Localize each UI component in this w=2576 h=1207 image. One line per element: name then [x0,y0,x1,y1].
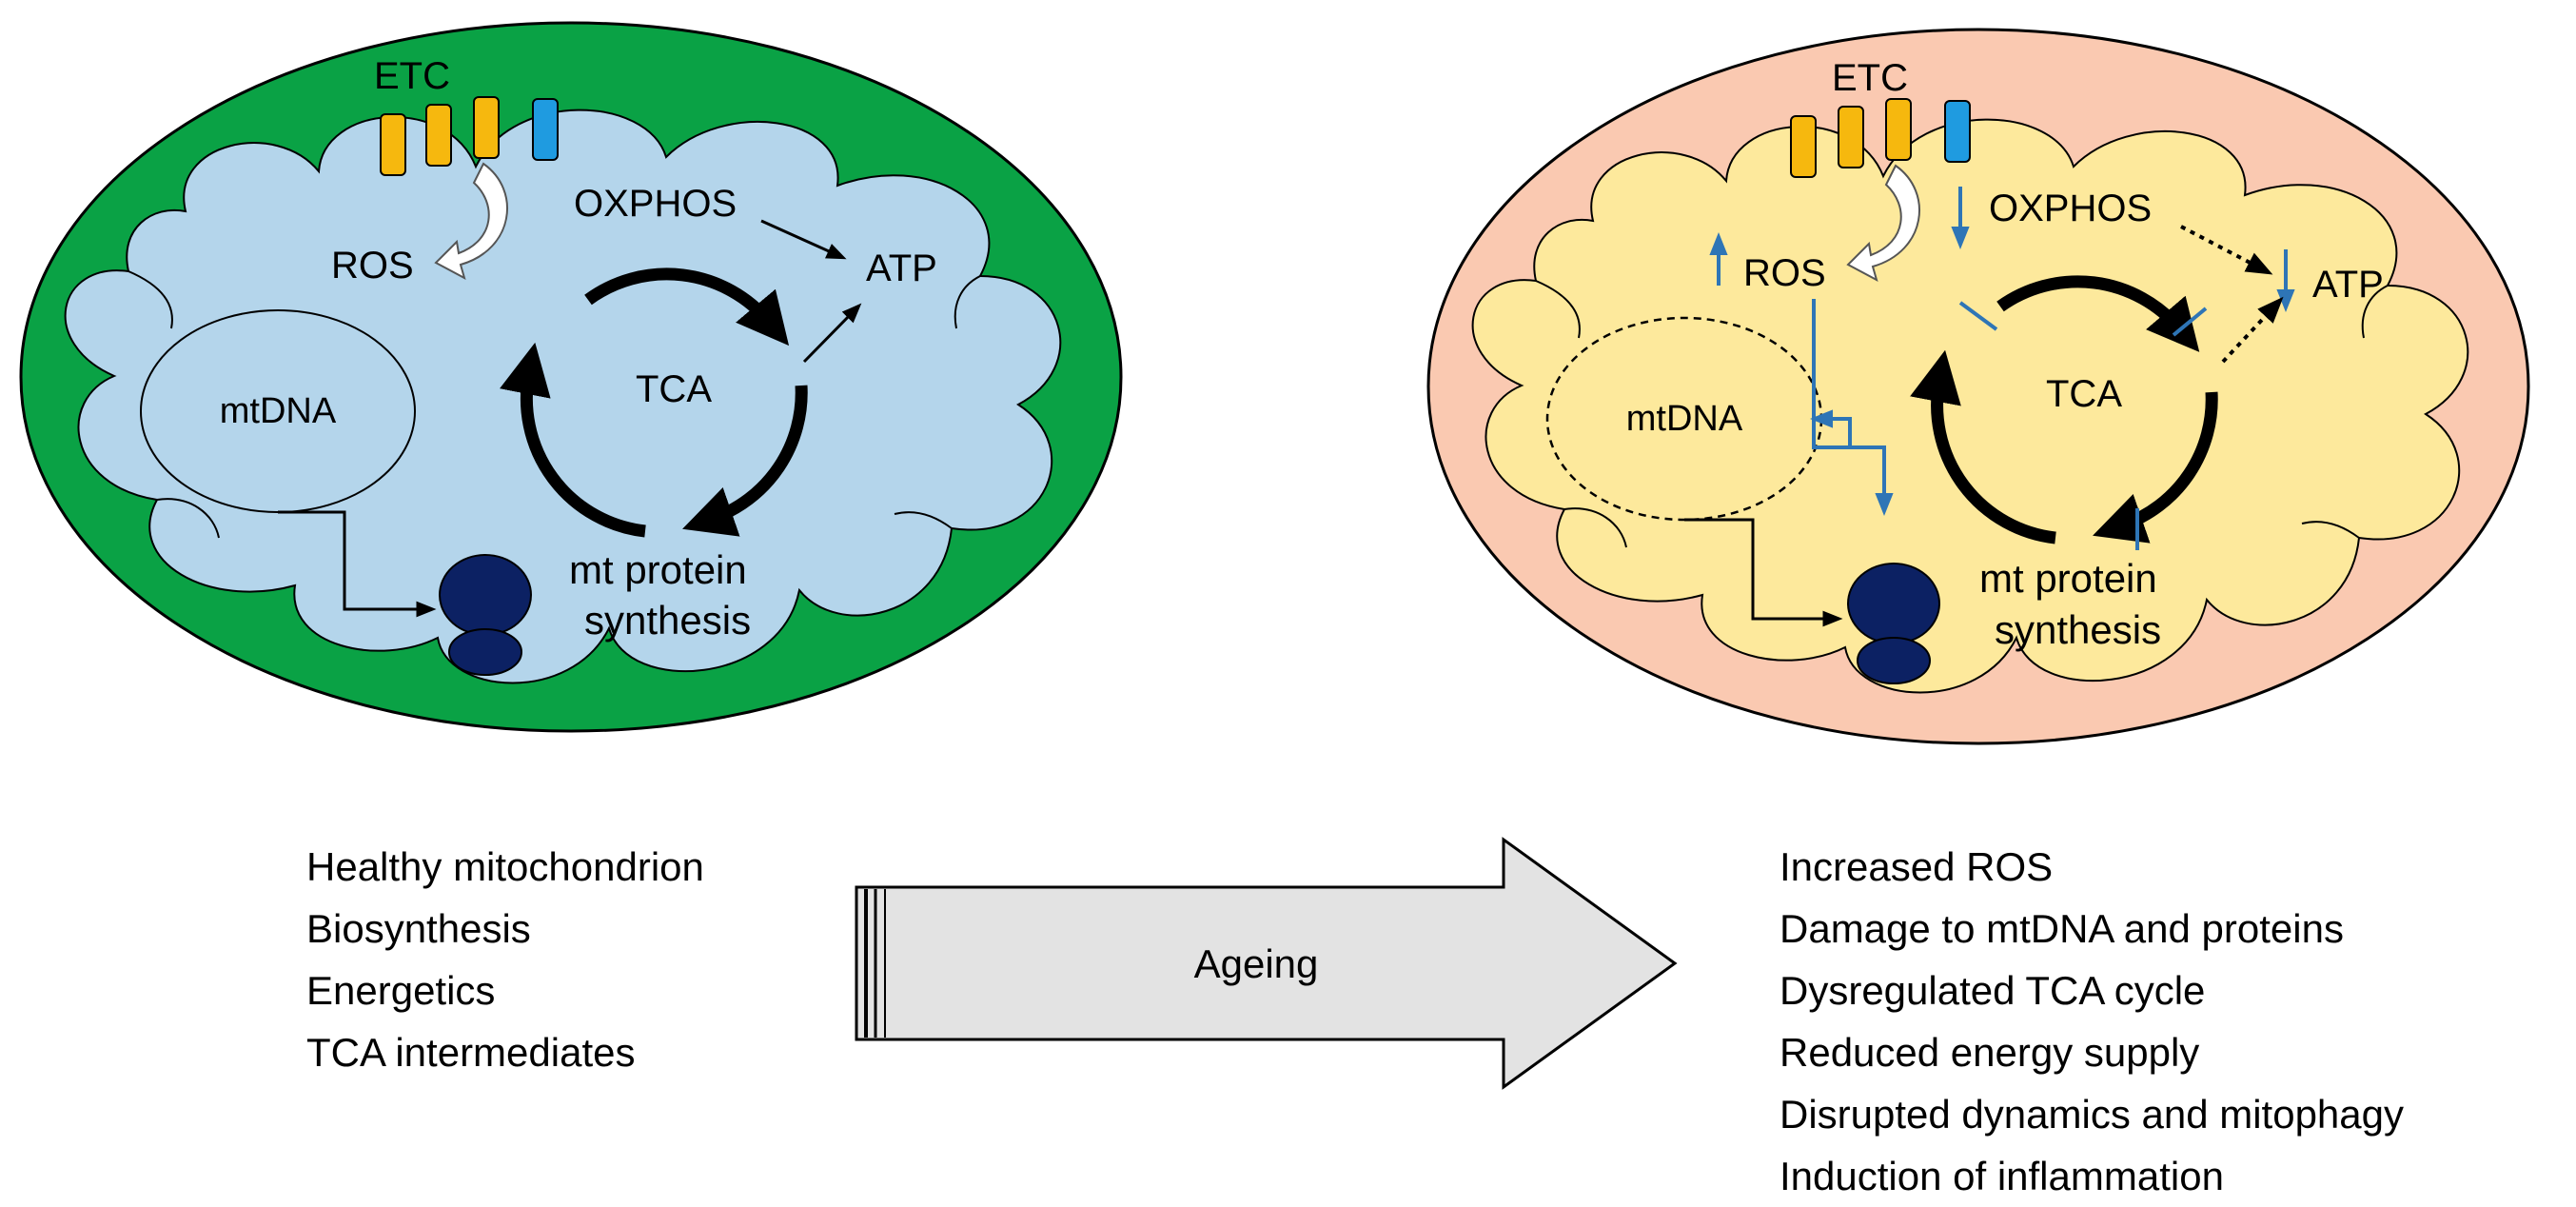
healthy-tca-label: TCA [636,368,712,410]
healthy-protein-synthesis-line2: synthesis [584,598,751,643]
healthy-ros-emission-arrow [434,162,508,280]
aged-tca-disruption-marks [1958,301,2208,550]
aged-features-list: Increased ROS Damage to mtDNA and protei… [1780,836,2404,1207]
aged-tca-to-atp-dotted-arrow [2221,296,2284,364]
aged-mtdna-to-ribosome-arrow [1684,518,1843,627]
healthy-oxphos-label: OXPHOS [574,183,737,225]
aged-ros-damage-arrow-mtdna [1810,409,1852,447]
healthy-protein-synthesis-line1: mt protein [569,547,747,592]
aged-protein-synthesis-line1: mt protein [1979,556,2157,601]
healthy-oxphos-to-atp-arrow [760,219,847,260]
aged-feature-item: Dysregulated TCA cycle [1780,968,2206,1013]
aged-cristae [1535,280,2389,548]
aged-ros-label: ROS [1743,252,1826,294]
healthy-mtdna-to-ribosome-arrow [278,510,437,618]
aged-protein-synthesis-line2: synthesis [1995,607,2161,652]
ageing-label: Ageing [1194,941,1319,986]
ageing-arrow: Ageing [855,837,1678,1090]
healthy-mtdna-label: mtDNA [220,391,337,431]
healthy-tca-cycle [500,267,808,538]
aged-atp-label: ATP [2312,264,2384,306]
aged-inner-membrane [1471,118,2469,694]
healthy-etc-label: ETC [374,55,450,97]
healthy-feature-item: Biosynthesis [306,906,531,951]
aged-etc-label: ETC [1832,57,1908,99]
aged-oxphos-label: OXPHOS [1989,188,2152,229]
healthy-inner-membrane [64,109,1062,684]
healthy-ribosome-icon [439,554,532,676]
aged-feature-item: Increased ROS [1780,844,2054,889]
healthy-ros-label: ROS [331,245,414,287]
aged-oxphos-to-atp-dotted-arrow [2180,225,2273,275]
healthy-atp-label: ATP [866,247,937,289]
healthy-etc-complexes [380,96,559,176]
aged-etc-complexes [1790,98,1971,178]
aged-mitochondrion: ETC ROS OXPHOS ATP TCA mtDNA [1426,28,2530,745]
healthy-tca-to-atp-arrow [802,303,862,364]
healthy-features-list: Healthy mitochondrion Biosynthesis Energ… [306,836,704,1083]
healthy-feature-item: Energetics [306,968,496,1013]
aged-tca-cycle [1910,275,2218,544]
aged-tca-label: TCA [2046,373,2122,415]
aged-mtdna-label: mtDNA [1626,399,1743,439]
aged-feature-item: Induction of inflammation [1780,1154,2224,1198]
aged-ribosome-icon [1847,563,1940,684]
aged-feature-item: Reduced energy supply [1780,1030,2200,1075]
healthy-feature-item: TCA intermediates [306,1030,636,1075]
healthy-mitochondrion: ETC ROS OXPHOS ATP TCA mtDNA mt protein … [19,21,1123,733]
healthy-cristae [128,270,981,539]
aged-feature-item: Disrupted dynamics and mitophagy [1780,1092,2405,1137]
aged-feature-item: Damage to mtDNA and proteins [1780,906,2344,951]
healthy-feature-item: Healthy mitochondrion [306,844,704,889]
aged-ros-emission-arrow [1846,164,1920,282]
